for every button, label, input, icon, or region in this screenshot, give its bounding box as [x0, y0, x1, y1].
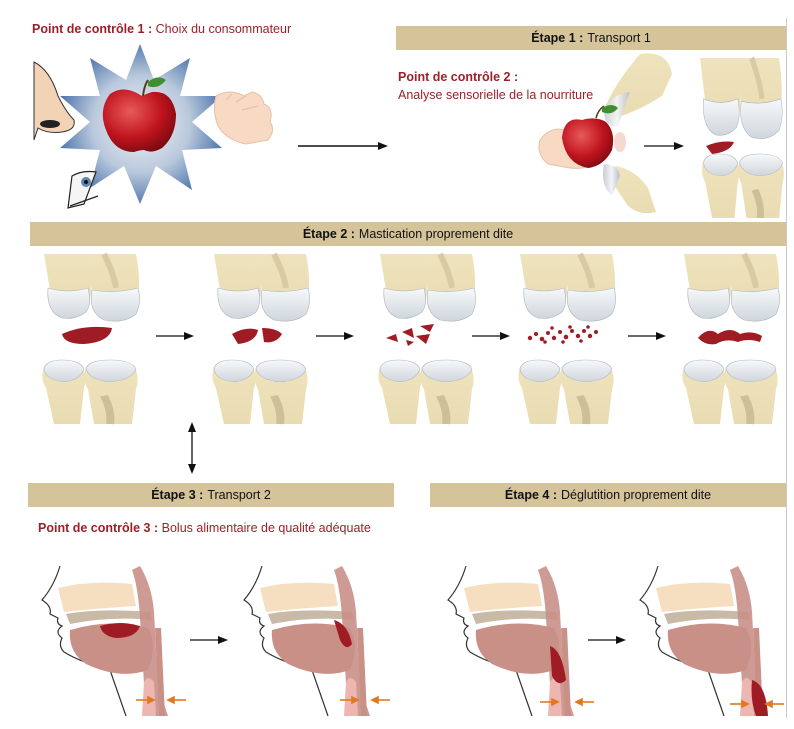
arrow-icon — [190, 636, 228, 644]
arrow-icon — [316, 332, 354, 340]
eye-icon — [68, 172, 98, 209]
food-fragments — [386, 324, 434, 346]
food-particles — [528, 325, 598, 344]
food-piece — [62, 327, 112, 344]
food-piece — [706, 142, 734, 155]
food-piece — [262, 328, 282, 342]
tooth-icon — [212, 254, 309, 424]
arrow-icon — [298, 142, 388, 150]
head-profile-icon — [640, 566, 766, 716]
arrow-icon — [472, 332, 510, 340]
arrow-icon — [588, 636, 626, 644]
arrow-icon — [644, 142, 684, 150]
arrow-icon — [156, 332, 194, 340]
head-profile-icon — [448, 566, 574, 716]
tooth-icon — [700, 58, 784, 218]
arrow-icon — [628, 332, 666, 340]
head-profile-icon — [42, 566, 168, 716]
food-piece — [232, 329, 258, 344]
hand-icon — [214, 92, 272, 144]
incisor-tooth-icon — [603, 53, 672, 213]
double-arrow-icon — [188, 422, 196, 474]
food-bolus — [698, 330, 762, 344]
